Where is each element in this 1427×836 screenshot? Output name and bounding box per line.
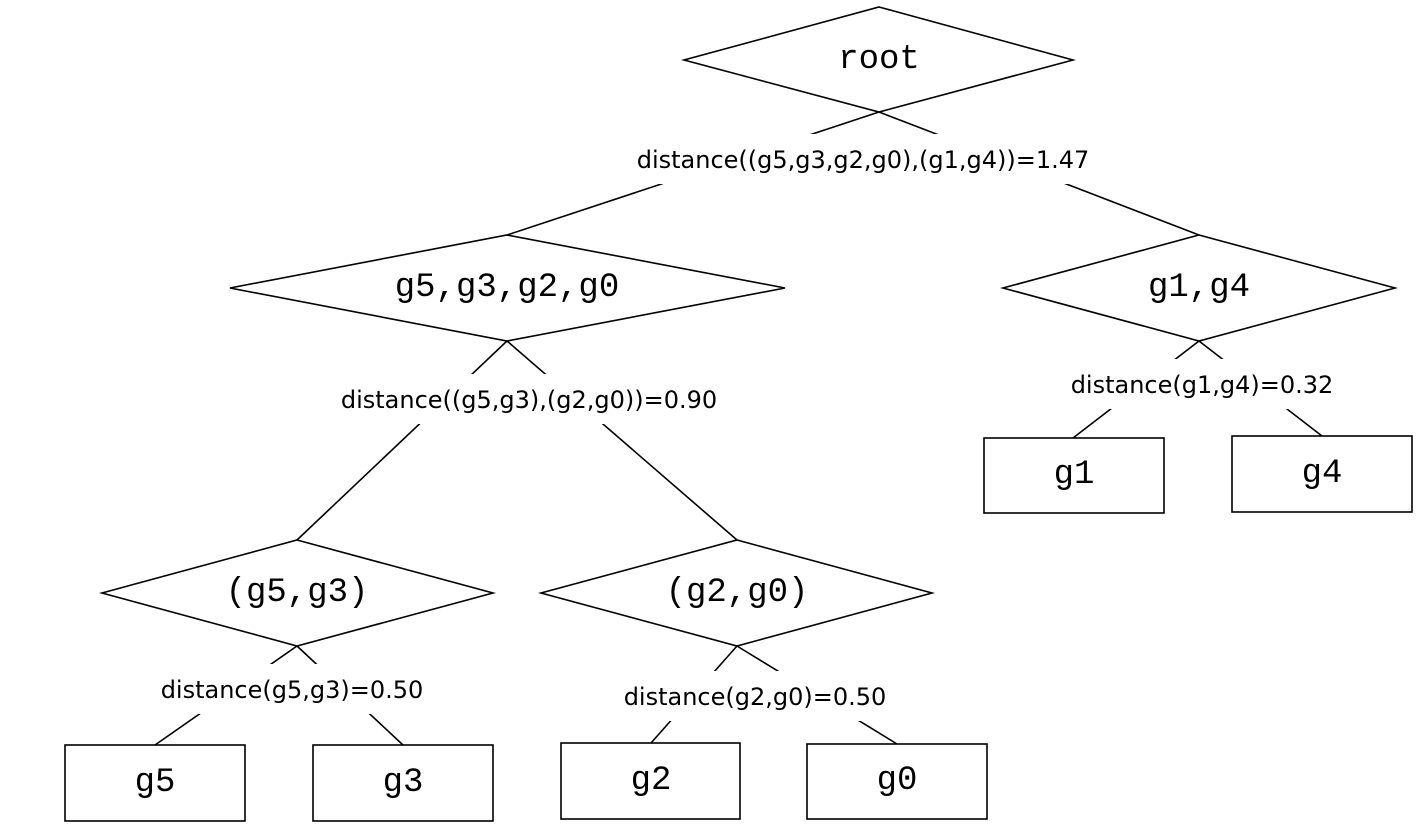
node-g1-g4-shape — [999, 234, 1399, 342]
distance-g2-g0-label: distance(g2,g0)=0.50 — [624, 683, 887, 711]
leaf-g5[interactable]: g5 — [64, 744, 246, 822]
distance-g5-g3-g2-g0: distance((g5,g3),(g2,g0))=0.90 — [328, 374, 730, 424]
leaf-g1-box — [983, 437, 1165, 514]
node-g1-g4-label: g1,g4 — [1148, 269, 1250, 307]
node-g2-g0-pair[interactable]: (g2,g0) — [537, 539, 936, 647]
leaf-g5-box — [64, 744, 246, 822]
node-g5-g3-pair[interactable]: (g5,g3) — [98, 539, 497, 647]
leaf-g3-box — [312, 744, 494, 822]
distance-g2-g0: distance(g2,g0)=0.50 — [612, 671, 897, 721]
distance-root: distance((g5,g3,g2,g0),(g1,g4))=1.47 — [622, 134, 1104, 184]
leaf-g3[interactable]: g3 — [312, 744, 494, 822]
distance-g5-g3: distance(g5,g3)=0.50 — [150, 664, 435, 714]
tree-edges — [154, 111, 1323, 746]
leaf-g2-box — [560, 742, 741, 820]
leaf-g4-box — [1231, 435, 1413, 513]
distance-g2-g0-bg — [612, 671, 897, 721]
node-root[interactable]: root — [680, 6, 1077, 113]
distance-g1-g4-bg — [1060, 359, 1344, 409]
node-g2-g0-pair-label: (g2,g0) — [666, 574, 809, 612]
leaf-g3-label: g3 — [383, 764, 424, 802]
node-root-label: root — [838, 41, 920, 79]
distance-g1-g4: distance(g1,g4)=0.32 — [1060, 359, 1344, 409]
leaf-g2[interactable]: g2 — [560, 742, 741, 820]
leaf-g1-label: g1 — [1054, 456, 1095, 494]
distance-g5-g3-bg — [150, 664, 435, 714]
distance-root-bg — [622, 134, 1104, 184]
leaf-g5-label: g5 — [135, 764, 176, 802]
distance-root-label: distance((g5,g3,g2,g0),(g1,g4))=1.47 — [637, 146, 1090, 174]
distance-g5-g3-g2-g0-label: distance((g5,g3),(g2,g0))=0.90 — [341, 386, 717, 414]
node-g2-g0-pair-shape — [537, 539, 936, 647]
distance-g5-g3-label: distance(g5,g3)=0.50 — [161, 676, 424, 704]
node-root-shape — [680, 6, 1077, 113]
leaf-g0-box — [806, 743, 988, 820]
leaf-g2-label: g2 — [631, 762, 672, 800]
edge-g5g3g2g0-left — [296, 340, 508, 541]
leaf-g0-label: g0 — [877, 762, 918, 800]
distance-g1-g4-label: distance(g1,g4)=0.32 — [1071, 371, 1334, 399]
node-g1-g4[interactable]: g1,g4 — [999, 234, 1399, 342]
leaf-g1[interactable]: g1 — [983, 437, 1165, 514]
edge-g5g3g2g0-right — [506, 340, 738, 541]
leaf-g4[interactable]: g4 — [1231, 435, 1413, 513]
node-g5-g3-g2-g0-label: g5,g3,g2,g0 — [395, 269, 619, 307]
leaf-g4-label: g4 — [1302, 455, 1343, 493]
node-g5-g3-pair-label: (g5,g3) — [226, 574, 369, 612]
distance-g5-g3-g2-g0-bg — [328, 374, 730, 424]
leaf-g0[interactable]: g0 — [806, 743, 988, 820]
node-g5-g3-pair-shape — [98, 539, 497, 647]
node-g5-g3-g2-g0[interactable]: g5,g3,g2,g0 — [229, 234, 786, 342]
node-g5-g3-g2-g0-shape — [229, 234, 786, 342]
